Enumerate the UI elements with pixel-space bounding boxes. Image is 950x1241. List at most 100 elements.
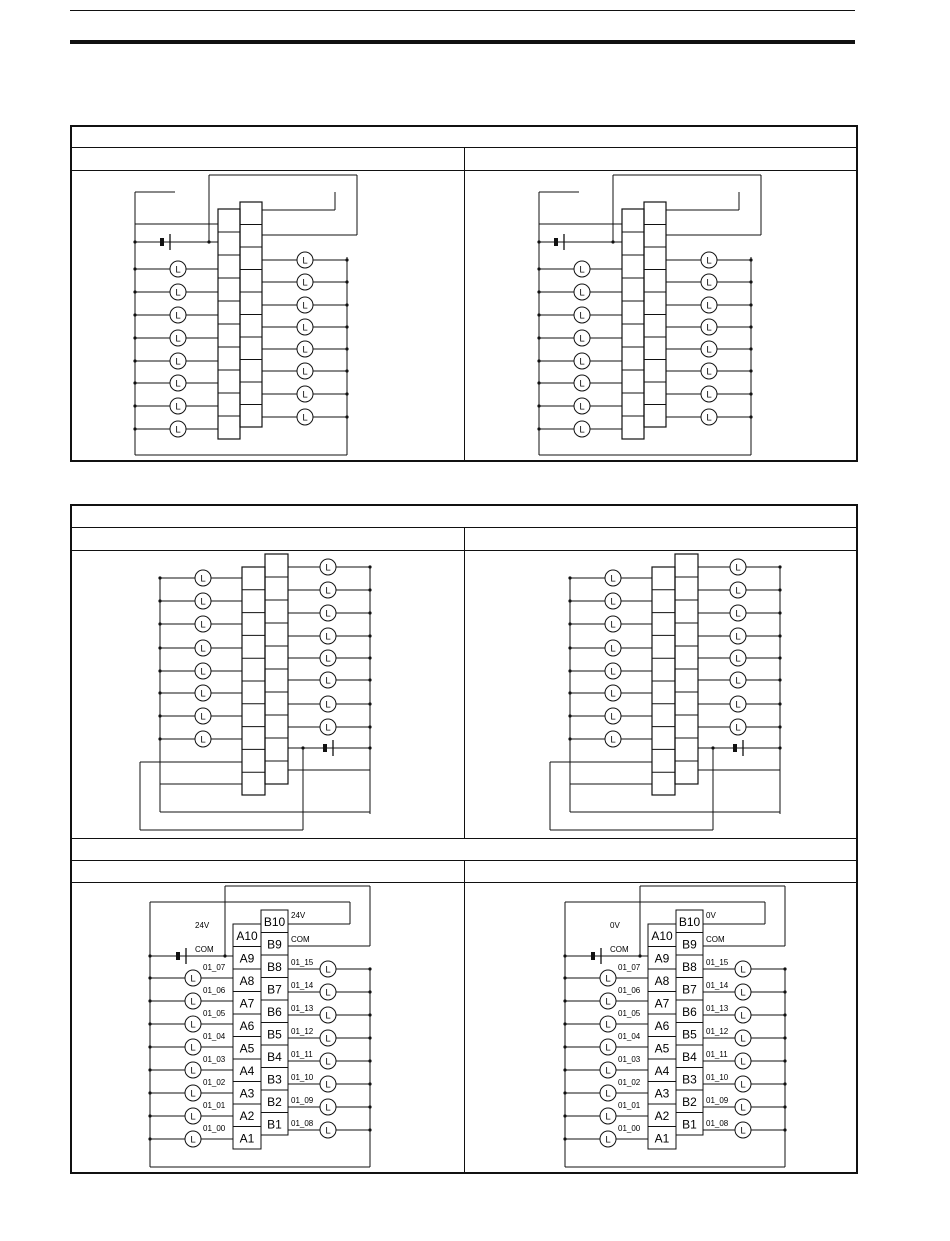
load-left-7 <box>599 1130 617 1148</box>
load-left-5 <box>184 1084 202 1102</box>
load-symbol-label: L <box>706 413 712 424</box>
signal-label-left: 01_03 <box>618 1055 641 1064</box>
signal-label-right: 01_13 <box>291 1004 314 1013</box>
signal-label-right: 01_08 <box>291 1119 314 1128</box>
load-symbol-label: L <box>605 1043 611 1054</box>
load-right-4 <box>734 1052 752 1070</box>
terminal-label-right: B6 <box>267 1005 282 1019</box>
load-left-6 <box>573 397 591 415</box>
load-symbol-label: L <box>706 345 712 356</box>
load-left-0 <box>573 260 591 278</box>
load-symbol-label: L <box>610 574 616 585</box>
load-right-5 <box>734 1075 752 1093</box>
load-symbol-label: L <box>610 712 616 723</box>
load-symbol-label: L <box>605 1020 611 1031</box>
signal-label-right: 01_09 <box>706 1096 729 1105</box>
junction-dot <box>368 746 372 750</box>
terminal-label-left: A5 <box>655 1042 670 1056</box>
load-left-3 <box>194 639 212 657</box>
load-symbol-label: L <box>706 367 712 378</box>
signal-label-right: 01_14 <box>291 981 314 990</box>
section-1-header-line-1 <box>72 147 858 148</box>
top-left-label: 24V <box>195 921 210 930</box>
signal-label-right: 01_10 <box>706 1073 729 1082</box>
terminal-cell-left <box>647 1126 677 1150</box>
wiring-diagram-5: A10B10A9B9A8B8A7B7A6B6A5B5A4B4A3B3A2B2A1… <box>148 885 372 1168</box>
junction-dot <box>301 746 305 750</box>
load-left-1 <box>184 992 202 1010</box>
load-right-0 <box>734 960 752 978</box>
load-symbol-label: L <box>740 1126 746 1137</box>
load-symbol-label: L <box>200 667 206 678</box>
load-symbol-label: L <box>735 609 741 620</box>
load-symbol-label: L <box>706 390 712 401</box>
load-symbol-label: L <box>175 334 181 345</box>
section-1-divider <box>464 147 465 461</box>
load-symbol-label: L <box>175 265 181 276</box>
load-left-0 <box>169 260 187 278</box>
load-right-0 <box>729 558 747 576</box>
load-right-2 <box>729 604 747 622</box>
load-symbol-label: L <box>610 667 616 678</box>
terminal-label-right: B8 <box>682 960 697 974</box>
load-symbol-label: L <box>302 367 308 378</box>
battery-short-plate <box>554 238 558 246</box>
battery-short-plate <box>176 952 180 960</box>
load-symbol-label: L <box>302 345 308 356</box>
load-symbol-label: L <box>605 1112 611 1123</box>
load-left-2 <box>169 306 187 324</box>
load-right-7 <box>700 408 718 426</box>
load-right-3 <box>296 318 314 336</box>
signal-label-left: 01_00 <box>618 1124 641 1133</box>
junction-dot <box>537 240 541 244</box>
section-1-frame <box>70 125 858 462</box>
load-symbol-label: L <box>325 586 331 597</box>
load-symbol-label: L <box>190 1089 196 1100</box>
load-left-7 <box>194 730 212 748</box>
load-right-3 <box>319 627 337 645</box>
signal-label-right: 01_11 <box>291 1050 313 1059</box>
load-symbol-label: L <box>325 1057 331 1068</box>
com-right-label: COM <box>291 935 310 944</box>
load-symbol-label: L <box>302 256 308 267</box>
signal-label-left: 01_06 <box>203 986 226 995</box>
load-symbol-label: L <box>735 676 741 687</box>
signal-label-left: 01_07 <box>618 963 641 972</box>
signal-label-right: 01_15 <box>706 958 729 967</box>
terminal-label-right: B8 <box>267 960 282 974</box>
load-symbol-label: L <box>325 676 331 687</box>
load-left-6 <box>184 1107 202 1125</box>
load-right-2 <box>319 1006 337 1024</box>
load-left-1 <box>599 992 617 1010</box>
signal-label-left: 01_06 <box>618 986 641 995</box>
load-left-1 <box>194 592 212 610</box>
load-symbol-label: L <box>610 644 616 655</box>
terminal-label-left: A10 <box>651 929 673 943</box>
load-right-5 <box>319 1075 337 1093</box>
load-symbol-label: L <box>740 1080 746 1091</box>
section-2-mid-line-3 <box>72 882 858 883</box>
terminal-label-left: A8 <box>240 974 255 988</box>
terminal-label-right: B5 <box>267 1028 282 1042</box>
terminal-label-left: A9 <box>655 952 670 966</box>
battery-short-plate <box>733 744 737 752</box>
terminal-cell-right <box>260 1112 289 1136</box>
load-symbol-label: L <box>190 1066 196 1077</box>
section-2-mid-line-2 <box>72 860 858 861</box>
load-symbol-label: L <box>175 402 181 413</box>
load-left-6 <box>194 707 212 725</box>
load-right-4 <box>296 340 314 358</box>
signal-label-right: 01_14 <box>706 981 729 990</box>
load-right-7 <box>319 1121 337 1139</box>
load-symbol-label: L <box>325 700 331 711</box>
signal-label-left: 01_05 <box>203 1009 226 1018</box>
load-symbol-label: L <box>579 379 585 390</box>
signal-label-right: 01_12 <box>706 1027 729 1036</box>
load-left-2 <box>604 615 622 633</box>
terminal-label-left: A4 <box>655 1064 670 1078</box>
load-left-3 <box>599 1038 617 1056</box>
load-symbol-label: L <box>740 1034 746 1045</box>
terminal-label-left: A5 <box>240 1042 255 1056</box>
load-left-7 <box>169 420 187 438</box>
